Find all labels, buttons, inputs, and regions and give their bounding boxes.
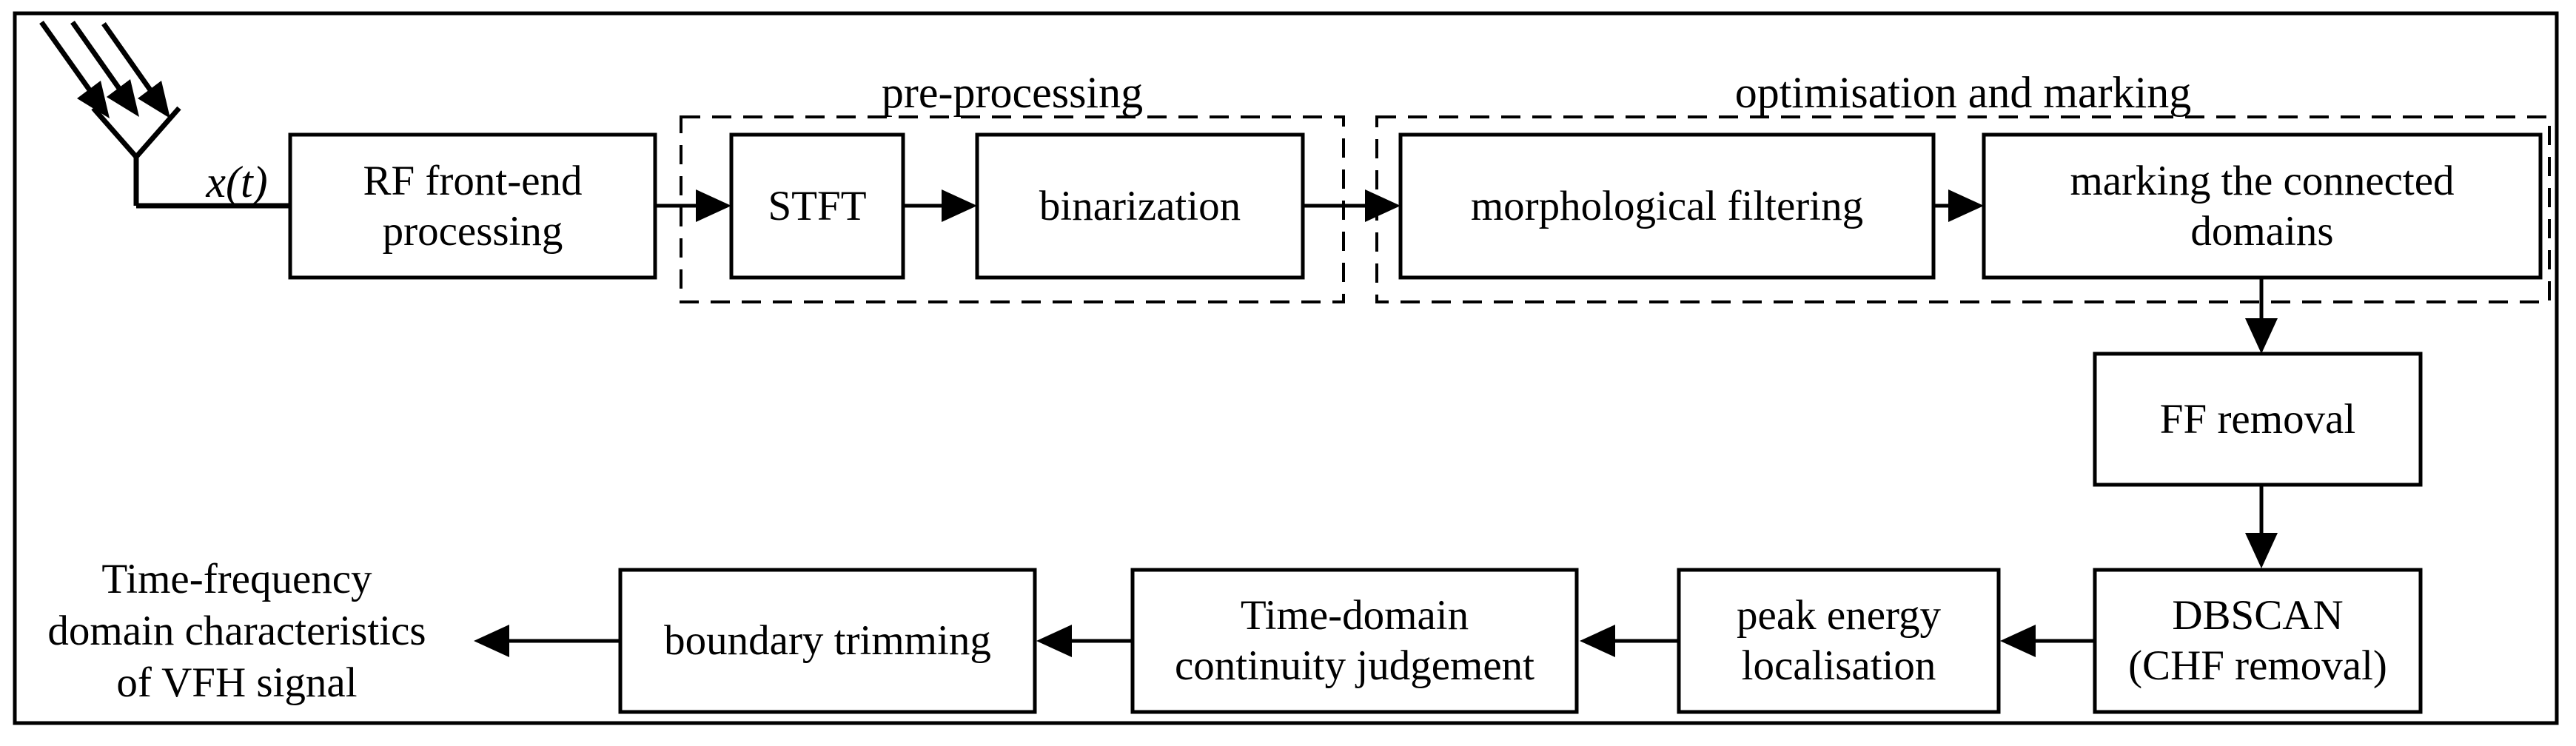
output-text-line2: domain characteristics	[47, 608, 426, 654]
output-text-line3: of VFH signal	[116, 659, 358, 706]
stft-box: STFT	[735, 138, 899, 274]
arrow-dbscan-to-peak-energy	[2000, 625, 2095, 657]
rf-front-end-box-outline	[288, 132, 657, 280]
output-text-line1: Time-frequency	[101, 556, 372, 602]
arrow-marking-to-ff-removal	[2245, 278, 2278, 354]
marking-label-line1: marking the connected	[2070, 157, 2455, 204]
boundary-trimming-box: boundary trimming	[624, 574, 1031, 708]
rf-front-end-box: RF front-end processing	[294, 138, 651, 274]
time-domain-label-line2: continuity judgement	[1174, 642, 1534, 689]
arrow-stft-to-binarization	[903, 189, 977, 222]
arrow-rf-to-stft	[655, 189, 731, 222]
dbscan-label-line1: DBSCAN	[2172, 592, 2344, 639]
figure-border	[13, 11, 2559, 725]
ff-removal-box-outline	[2093, 352, 2423, 487]
morphological-filtering-box-outline	[1398, 132, 1936, 280]
ff-removal-label: FF removal	[2159, 395, 2356, 443]
preprocessing-group-label: pre-processing	[881, 68, 1144, 117]
signal-label: x(t)	[206, 158, 268, 206]
arrow-boundary-to-output	[474, 625, 620, 657]
optimisation-group-label: optimisation and marking	[1734, 68, 2192, 117]
morphological-filtering-label: morphological filtering	[1470, 182, 1864, 229]
marking-connected-domains-box-outline	[1982, 132, 2543, 280]
stft-label: STFT	[768, 182, 867, 229]
arrow-time-domain-to-boundary	[1036, 625, 1133, 657]
boundary-trimming-box-outline	[618, 568, 1037, 714]
binarization-label: binarization	[1039, 182, 1241, 229]
arrow-morphological-to-marking	[1933, 189, 1984, 222]
preprocessing-group-outline	[680, 115, 1345, 303]
arrow-ff-removal-to-dbscan	[2245, 485, 2278, 568]
morphological-filtering-box: morphological filtering	[1404, 138, 1930, 274]
incoming-signal-arrows-icon	[39, 20, 170, 118]
rf-front-end-label-line1: RF front-end	[363, 157, 583, 204]
dbscan-box: DBSCAN (CHF removal)	[2099, 574, 2417, 708]
binarization-box-outline	[975, 132, 1305, 280]
ff-removal-box: FF removal	[2099, 357, 2417, 481]
stft-box-outline	[729, 132, 905, 280]
arrow-peak-energy-to-time-domain	[1580, 625, 1679, 657]
marking-connected-domains-box: marking the connected domains	[1988, 138, 2537, 274]
binarization-box: binarization	[981, 138, 1299, 274]
antenna-icon	[91, 106, 181, 206]
peak-energy-box: peak energy localisation	[1683, 574, 1995, 708]
output-text: Time-frequency domain characteristics of…	[19, 554, 455, 709]
rf-front-end-label-line2: processing	[382, 207, 563, 255]
peak-energy-label-line2: localisation	[1741, 642, 1936, 689]
time-domain-label-line1: Time-domain	[1240, 592, 1469, 639]
peak-energy-label-line1: peak energy	[1737, 592, 1941, 639]
arrow-binarization-to-morphological	[1303, 189, 1401, 222]
boundary-trimming-label: boundary trimming	[664, 617, 991, 664]
time-domain-box-outline	[1130, 568, 1579, 714]
marking-label-line2: domains	[2190, 207, 2334, 255]
dbscan-label-line2: (CHF removal)	[2128, 642, 2387, 689]
time-domain-box: Time-domain continuity judgement	[1136, 574, 1573, 708]
